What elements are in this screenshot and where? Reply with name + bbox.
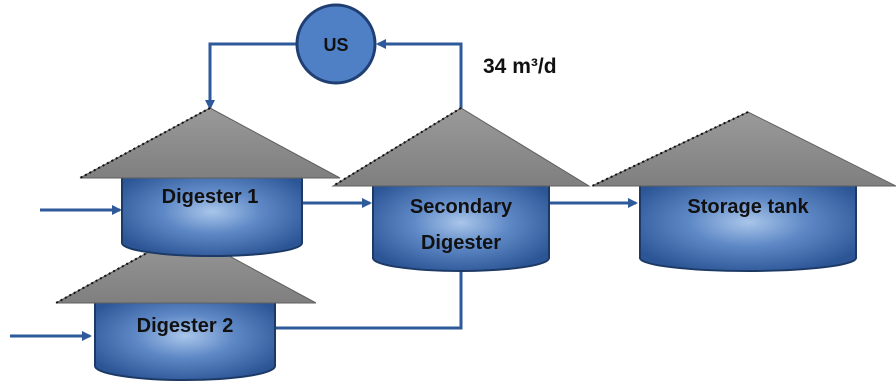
digester-1-roof (79, 107, 341, 179)
storage-tank: Storage tank (591, 111, 896, 272)
us-label: US (323, 35, 348, 55)
storage-tank-label: Storage tank (687, 196, 809, 218)
digester-2-body (94, 299, 276, 381)
pipes (10, 39, 638, 341)
storage-tank-roof (591, 111, 896, 187)
digester-2-label: Digester 2 (137, 315, 234, 337)
storage-tank-body (639, 181, 857, 272)
secondary-digester-tank: Secondary Digester (331, 107, 591, 272)
pipe-digester2-to-secondary (272, 272, 463, 330)
pipe-secondary-to-us (376, 39, 463, 108)
storage-tank-roof-edge (591, 111, 749, 187)
digester-1-label: Digester 1 (162, 186, 259, 208)
digester-2-tank: Digester 2 (55, 231, 317, 381)
pipe-us-to-digester1 (205, 42, 296, 110)
digester-1-tank: Digester 1 (79, 107, 341, 257)
digester-1-body (121, 174, 303, 257)
us-unit: US (295, 3, 377, 85)
us-circle (295, 3, 377, 85)
secondary-digester-label-line1: Secondary (410, 196, 513, 218)
flow-rate-label: 34 m³/d (483, 55, 557, 78)
secondary-digester-label-line2: Digester (421, 232, 501, 254)
digester-2-roof (55, 231, 317, 304)
secondary-digester-body (372, 182, 550, 272)
secondary-digester-roof (331, 107, 591, 187)
